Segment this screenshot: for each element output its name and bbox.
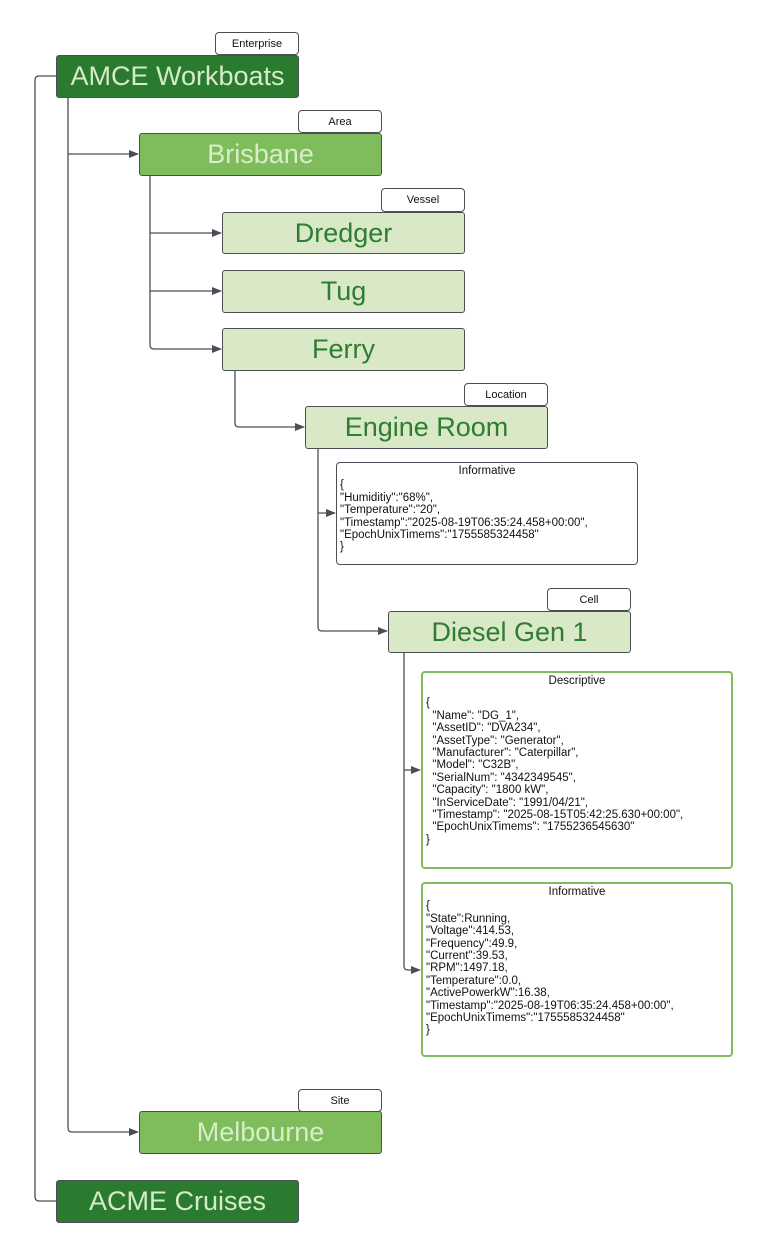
node-label: Tug [320,276,367,306]
card-line: "EpochUnixTimems": "1755236545630" [426,821,635,834]
card-line: "AssetType": "Generator", [426,734,564,747]
node-brisbane[interactable]: Brisbane [139,133,382,176]
card-line: "Model": "C32B", [426,759,519,772]
connector-diesel-descriptive [403,653,421,774]
node-engine-room[interactable]: Engine Room [305,406,548,449]
connector-amce-brisbane [67,97,139,158]
connector-brisbane-dredger [149,176,222,237]
vessel-tag: Vessel [381,188,465,212]
node-label: Dredger [294,217,393,248]
node-acme-cruises[interactable]: ACME Cruises [56,1180,299,1223]
card-line: "AssetID": "DVA234", [426,722,541,735]
node-label: Ferry [312,334,375,364]
card-line: "Timestamp":"2025-08-19T06:35:24.458+00:… [426,999,674,1012]
node-diesel-gen-1[interactable]: Diesel Gen 1 [388,611,631,653]
node-dredger[interactable]: Dredger [222,212,465,254]
connector-brisbane-ferry [149,291,222,353]
connector-diesel-informative [403,770,421,974]
card-line: "Current":39.53, [426,950,508,963]
card-line: "EpochUnixTimems":"1755585324458" [426,1012,625,1025]
engine-room-informative-card: Informative {"Humiditiy":"68%","Temperat… [336,462,638,565]
node-melbourne[interactable]: Melbourne [139,1111,382,1154]
card-body: { "Name": "DG_1", "AssetID": "DVA234", "… [426,697,728,846]
card-line: "RPM":1497.18, [426,962,508,975]
node-tug[interactable]: Tug [222,270,465,313]
diesel-descriptive-card: Descriptive { "Name": "DG_1", "AssetID":… [421,671,733,869]
card-line: { [426,697,430,710]
node-amce-workboats[interactable]: AMCE Workboats [56,55,299,98]
card-line: "Name": "DG_1", [426,709,520,722]
card-line: "EpochUnixTimems":"1755585324458" [340,529,539,542]
cell-tag: Cell [547,588,631,611]
card-line: "Frequency":49.9, [426,937,518,950]
card-line: } [426,1024,430,1037]
card-line: "ActivePowerkW":16.38, [426,987,550,1000]
card-line: "InServiceDate": "1991/04/21", [426,796,589,809]
node-label: Diesel Gen 1 [431,616,588,647]
card-title: Descriptive [548,675,606,687]
card-body: {"State":Running,"Voltage":414.53,"Frequ… [426,900,728,1036]
card-line: "Capacity": "1800 kW", [426,784,549,797]
connector-engine-room-informative [317,449,336,517]
node-label: Melbourne [196,1117,325,1147]
connector-brisbane-tug [149,233,222,295]
site-tag: Site [298,1089,382,1112]
node-label: AMCE Workboats [70,61,285,91]
card-line: "Voltage":414.53, [426,925,515,938]
diesel-informative-card: Informative {"State":Running,"Voltage":4… [421,882,733,1057]
card-line: "Manufacturer": "Caterpillar", [426,747,579,760]
card-line: { [340,479,344,492]
node-label: ACME Cruises [88,1186,267,1216]
area-tag: Area [298,110,382,133]
card-line: "State":Running, [426,912,511,925]
card-title: Informative [458,465,516,477]
location-tag: Location [464,383,548,406]
card-title: Informative [548,886,606,898]
card-line: { [426,900,430,913]
card-line: "Timestamp": "2025-08-15T05:42:25.630+00… [426,809,684,822]
node-label: Brisbane [207,139,314,169]
card-line: "Timestamp":"2025-08-19T06:35:24.458+00:… [340,516,588,529]
card-line: "Humiditiy":"68%", [340,491,434,504]
card-line: } [426,833,430,846]
card-line: "SerialNum": "4342349545", [426,771,576,784]
card-line: "Temperature":"20", [340,504,441,517]
card-line: } [340,541,344,554]
card-body: {"Humiditiy":"68%","Temperature":"20","T… [340,479,634,553]
card-line: "Temperature":0.0, [426,974,522,987]
connector-amce-melbourne [67,154,139,1136]
enterprise-tag: Enterprise [215,32,299,55]
connector-enterprise-spine [34,75,57,1202]
node-label: Engine Room [344,412,509,442]
node-ferry[interactable]: Ferry [222,328,465,371]
connector-ferry-engine-room [234,371,305,431]
